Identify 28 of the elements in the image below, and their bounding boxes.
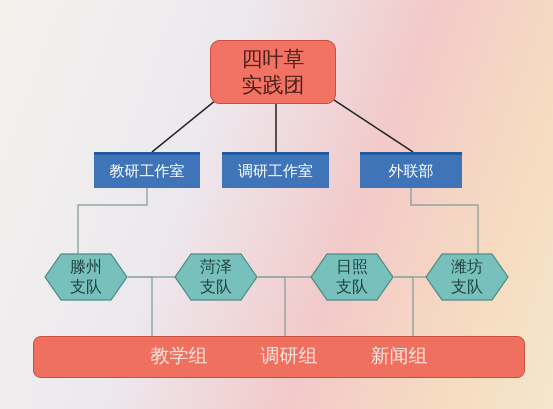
studio-box [360,152,462,188]
group-label: 新闻组 [370,345,428,369]
studio-box [222,152,329,188]
node-label: 外联部 [388,162,434,181]
connector-line [152,99,216,153]
node-label: 日照支队 [335,257,369,297]
connector-line [394,276,414,336]
hexagon-node [425,253,509,301]
team-box [210,40,336,104]
node-label: 滕州支队 [69,257,103,297]
connector-line [258,276,286,336]
group-label: 调研组 [260,345,318,369]
group-label: 教学组 [150,345,208,369]
connector-line [410,188,479,254]
studio-box [94,152,200,188]
node-label: 四叶草实践团 [240,46,306,98]
connector-line [275,104,277,152]
hexagon-node [310,253,394,301]
connector-line [334,99,414,153]
group-bar [33,336,525,378]
node-label: 菏泽支队 [199,257,233,297]
hexagon-node [174,253,258,301]
connector-line [128,276,153,336]
connector-line [77,188,148,254]
node-label: 调研工作室 [238,162,313,181]
node-label: 潍坊支队 [450,257,484,297]
node-label: 教研工作室 [110,162,184,181]
hexagon-node [44,253,128,301]
